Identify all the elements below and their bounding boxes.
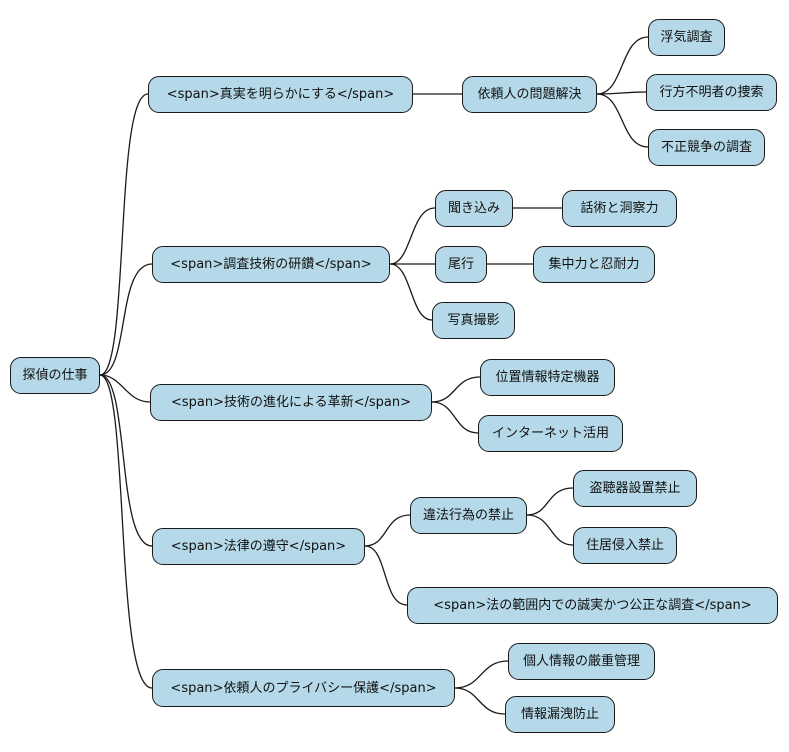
edge-root-to-privacy-protection bbox=[99, 374, 153, 689]
node-tailing: 尾行 bbox=[435, 246, 487, 283]
edge-client-problem-to-infidelity bbox=[596, 36, 649, 95]
node-reveal-truth: <span>真実を明らかにする</span> bbox=[148, 76, 413, 113]
node-tech-innovation: <span>技術の進化による革新</span> bbox=[150, 384, 432, 421]
edge-root-to-law-compliance bbox=[99, 374, 153, 547]
edge-root-to-reveal-truth bbox=[99, 93, 149, 376]
node-conversation-and-insight: 話術と洞察力 bbox=[562, 190, 677, 227]
node-infidelity-investigation: 浮気調査 bbox=[648, 19, 725, 56]
edge-root-to-skill-improvement bbox=[99, 263, 153, 376]
node-strict-personal-info-management: 個人情報の厳重管理 bbox=[508, 643, 655, 680]
edge-law-to-illegal-acts bbox=[364, 514, 411, 547]
node-detective-work-root: 探偵の仕事 bbox=[10, 357, 100, 394]
node-photography: 写真撮影 bbox=[432, 302, 515, 339]
node-internet-utilization: インターネット活用 bbox=[478, 415, 623, 452]
edge-client-problem-to-unfair-competition bbox=[596, 93, 649, 148]
node-client-problem-solving: 依頼人の問題解決 bbox=[462, 76, 597, 113]
node-trespassing-ban: 住居侵入禁止 bbox=[573, 527, 677, 564]
edge-skill-to-photography bbox=[389, 263, 433, 321]
node-location-tracking-devices: 位置情報特定機器 bbox=[480, 359, 615, 396]
edge-client-problem-to-missing-person bbox=[596, 91, 647, 95]
node-investigation-skill-improvement: <span>調査技術の研鑽</span> bbox=[152, 246, 390, 283]
node-missing-person-search: 行方不明者の捜索 bbox=[646, 74, 777, 111]
edge-privacy-to-personal-info bbox=[454, 660, 509, 689]
node-interviews: 聞き込み bbox=[435, 190, 513, 227]
node-law-compliance: <span>法律の遵守</span> bbox=[152, 528, 365, 565]
edge-privacy-to-leak-prevention bbox=[454, 687, 506, 715]
node-illegal-acts-prohibition: 違法行為の禁止 bbox=[410, 497, 527, 534]
edge-skill-to-interviews bbox=[389, 207, 436, 265]
edge-tech-to-location-devices bbox=[431, 376, 481, 403]
node-wiretap-installation-ban: 盗聴器設置禁止 bbox=[573, 470, 697, 507]
edge-illegal-to-wiretap-ban bbox=[526, 487, 574, 516]
edge-law-to-honest-fair bbox=[364, 545, 408, 606]
edge-tech-to-internet bbox=[431, 401, 479, 434]
edge-root-to-tech-innovation bbox=[99, 374, 151, 403]
node-honest-fair-investigation-within-law: <span>法の範囲内での誠実かつ公正な調査</span> bbox=[407, 587, 778, 624]
node-unfair-competition-investigation: 不正競争の調査 bbox=[648, 129, 765, 166]
node-info-leak-prevention: 情報漏洩防止 bbox=[505, 696, 615, 733]
node-concentration-and-patience: 集中力と忍耐力 bbox=[533, 246, 655, 283]
edge-illegal-to-trespassing-ban bbox=[526, 514, 574, 546]
node-client-privacy-protection: <span>依頼人のプライバシー保護</span> bbox=[152, 669, 455, 707]
